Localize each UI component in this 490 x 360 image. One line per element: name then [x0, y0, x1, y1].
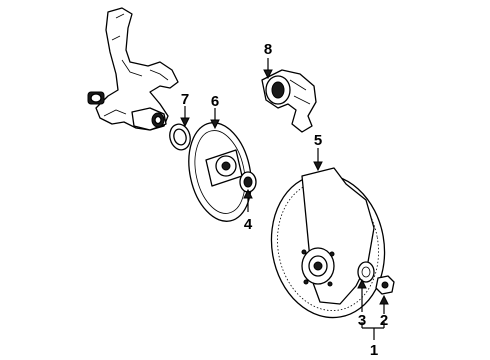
callout-6: 6 — [211, 93, 219, 110]
inner-bearing — [239, 171, 257, 193]
steering-knuckle — [87, 7, 179, 131]
callout-1: 1 — [370, 342, 378, 359]
outer-bearing — [357, 261, 375, 283]
callout-2: 2 — [380, 312, 388, 329]
callout-5: 5 — [314, 132, 322, 149]
leader-lines — [180, 58, 389, 340]
dust-shield — [188, 122, 252, 222]
brake-caliper — [261, 69, 317, 133]
callout-3: 3 — [358, 312, 366, 329]
disc-rotor — [270, 167, 386, 319]
callout-8: 8 — [264, 41, 272, 58]
callout-4: 4 — [244, 216, 253, 233]
hub-nut — [375, 275, 395, 295]
grease-seal — [169, 123, 191, 151]
callout-7: 7 — [181, 91, 189, 108]
